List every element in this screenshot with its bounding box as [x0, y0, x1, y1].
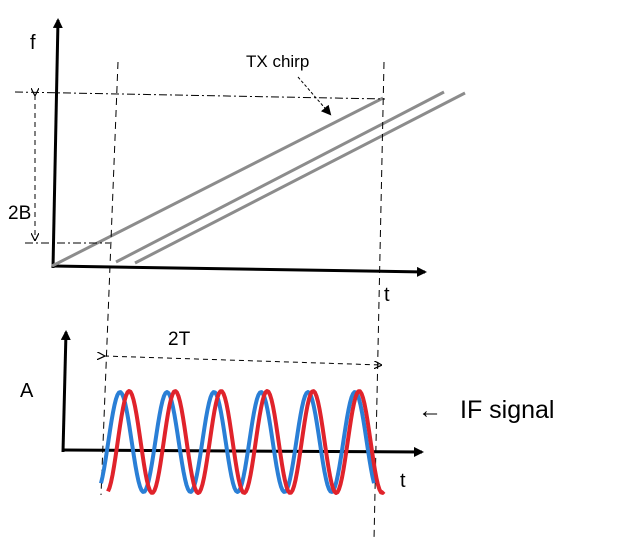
t-axis-bottom	[62, 446, 424, 457]
if-signal-label: IF signal	[460, 396, 554, 424]
t-axis-top-label: t	[384, 284, 390, 306]
t-axis-bottom-label: t	[400, 470, 406, 492]
top-freq-reference	[14, 91, 386, 100]
bandwidth-label: 2B	[8, 203, 31, 224]
tx-chirp-line	[51, 96, 384, 268]
right-time-guide	[373, 61, 385, 541]
a-axis-label: A	[20, 380, 34, 402]
tx-chirp-pointer	[297, 76, 332, 116]
duration-label: 2T	[168, 329, 191, 350]
if-wave-blue	[99, 390, 376, 494]
if-signal-arrow-icon: ←	[418, 397, 442, 424]
left-time-guide	[100, 61, 119, 496]
tx-chirp-label: TX chirp	[246, 52, 309, 71]
f-axis	[51, 18, 63, 269]
f-axis-label: f	[30, 32, 36, 54]
rx-chirp-line-1	[115, 90, 445, 264]
duration-dimension	[104, 356, 381, 365]
a-axis	[60, 330, 71, 453]
t-axis-top	[52, 264, 427, 277]
rx-chirp-line-2	[134, 91, 466, 265]
if-wave-red	[106, 389, 386, 495]
